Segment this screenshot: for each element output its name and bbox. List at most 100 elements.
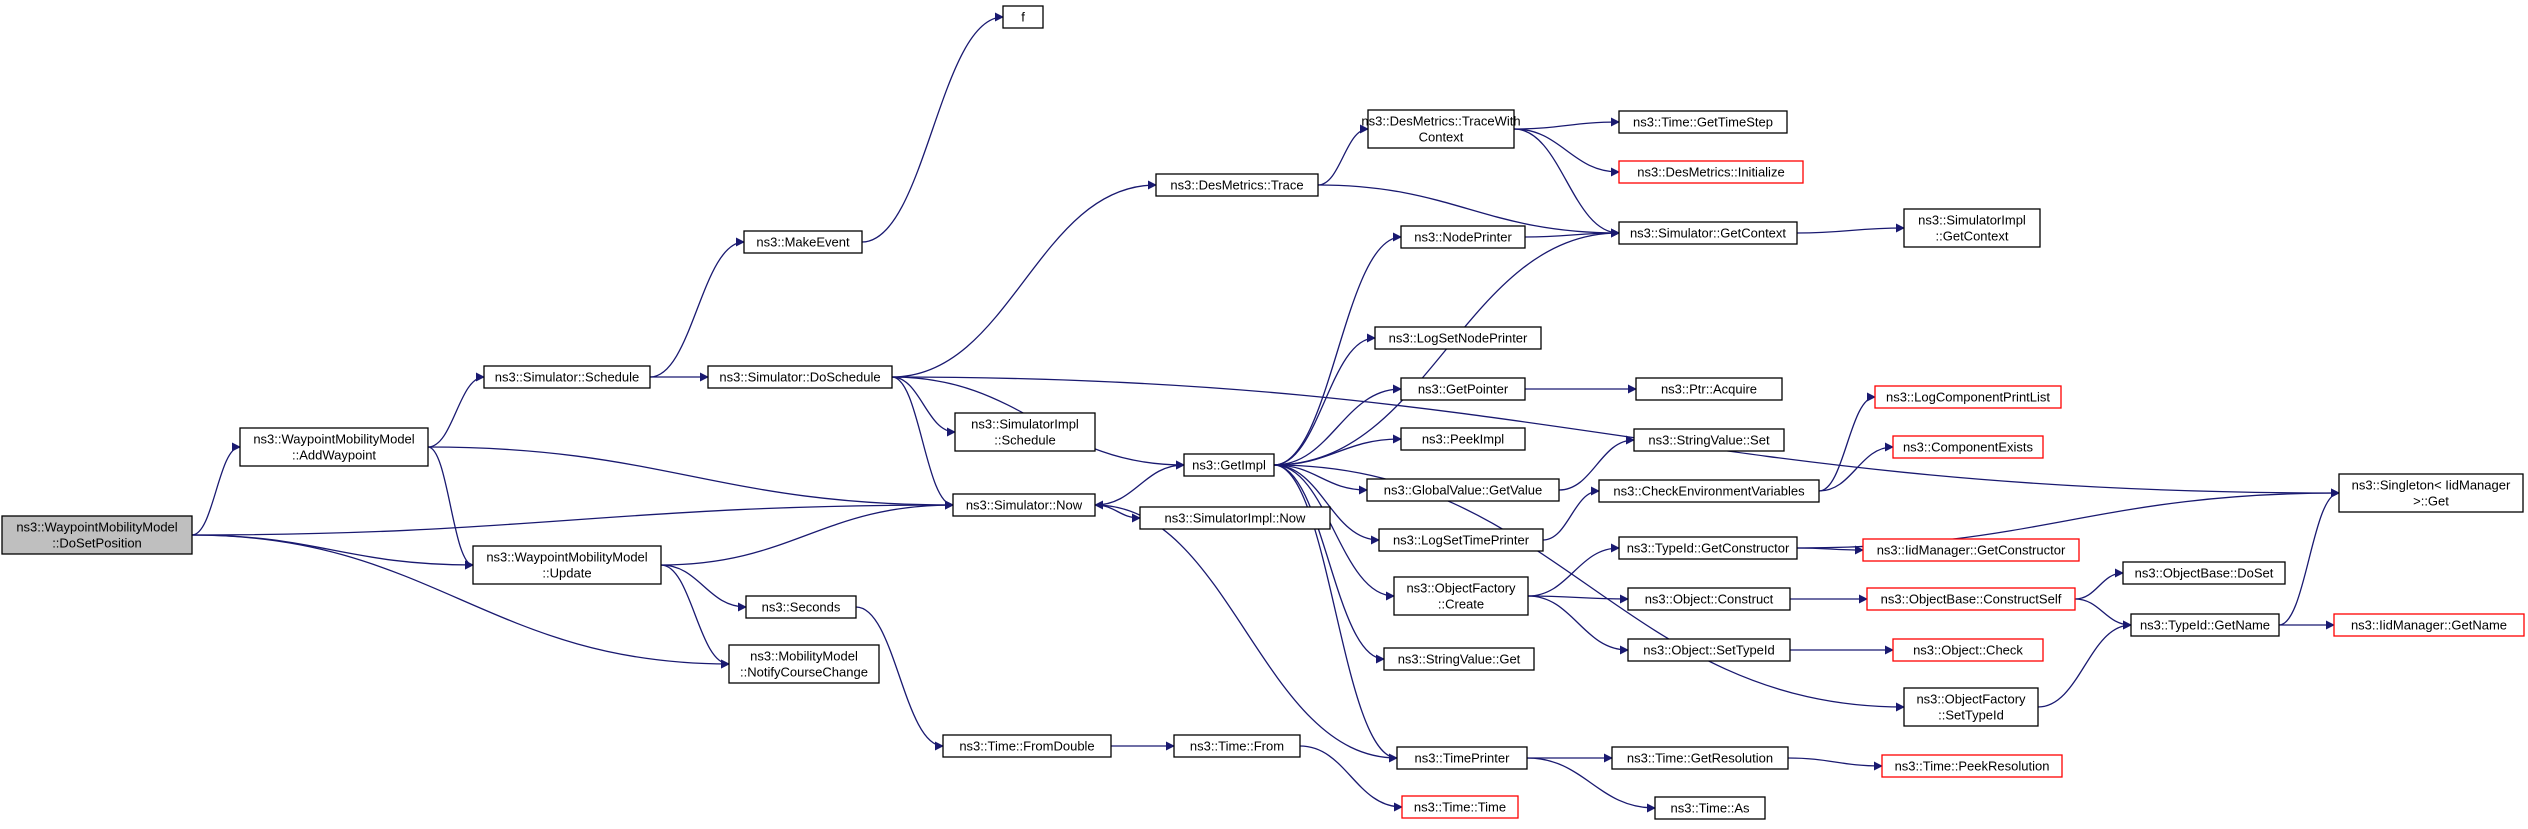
node-stringvalueget[interactable]: ns3::StringValue::Get: [1383, 647, 1535, 671]
node-box[interactable]: [1618, 536, 1798, 560]
node-box[interactable]: [942, 734, 1112, 758]
node-getresolution[interactable]: ns3::Time::GetResolution: [1611, 746, 1789, 770]
node-objconstruct[interactable]: ns3::Object::Construct: [1627, 587, 1791, 611]
node-now[interactable]: ns3::Simulator::Now: [952, 493, 1096, 517]
node-box[interactable]: [1, 515, 193, 555]
node-box[interactable]: [1618, 110, 1788, 134]
node-box[interactable]: [1366, 478, 1560, 502]
node-box[interactable]: [1367, 109, 1515, 149]
node-desinit[interactable]: ns3::DesMetrics::Initialize: [1618, 160, 1804, 184]
node-box[interactable]: [954, 412, 1096, 452]
node-objsettypeid[interactable]: ns3::Object::SetTypeId: [1627, 638, 1791, 662]
node-constructself[interactable]: ns3::ObjectBase::ConstructSelf: [1866, 587, 2076, 611]
node-box[interactable]: [1401, 795, 1519, 819]
node-checkenv[interactable]: ns3::CheckEnvironmentVariables: [1598, 479, 1820, 503]
node-box[interactable]: [1002, 5, 1044, 29]
node-box[interactable]: [1633, 428, 1785, 452]
node-typeidgetctor[interactable]: ns3::TypeId::GetConstructor: [1618, 536, 1798, 560]
node-box[interactable]: [483, 365, 651, 389]
node-simimplschedule[interactable]: ns3::SimulatorImpl::Schedule: [954, 412, 1096, 452]
node-nodeprinter[interactable]: ns3::NodePrinter: [1400, 225, 1526, 249]
node-time[interactable]: ns3::Time::Time: [1401, 795, 1519, 819]
node-box[interactable]: [1400, 225, 1526, 249]
node-box[interactable]: [1627, 587, 1791, 611]
node-objcheck[interactable]: ns3::Object::Check: [1892, 638, 2044, 662]
node-box[interactable]: [1183, 453, 1275, 477]
node-schedule[interactable]: ns3::Simulator::Schedule: [483, 365, 651, 389]
node-gettimestep[interactable]: ns3::Time::GetTimeStep: [1618, 110, 1788, 134]
node-box[interactable]: [1874, 385, 2062, 409]
node-box[interactable]: [1618, 221, 1798, 245]
node-box[interactable]: [1173, 734, 1301, 758]
node-box[interactable]: [239, 427, 429, 467]
node-notify[interactable]: ns3::MobilityModel::NotifyCourseChange: [728, 644, 880, 684]
node-f[interactable]: f: [1002, 5, 1044, 29]
node-peekimpl[interactable]: ns3::PeekImpl: [1400, 427, 1526, 451]
node-box[interactable]: [1400, 427, 1526, 451]
node-box[interactable]: [1383, 647, 1535, 671]
node-box[interactable]: [1598, 479, 1820, 503]
node-update[interactable]: ns3::WaypointMobilityModel::Update: [472, 545, 662, 585]
node-getcontext[interactable]: ns3::Simulator::GetContext: [1618, 221, 1798, 245]
node-box[interactable]: [1139, 506, 1331, 530]
node-box[interactable]: [1903, 208, 2041, 248]
node-typeidgetname[interactable]: ns3::TypeId::GetName: [2130, 613, 2280, 637]
node-makeevent[interactable]: ns3::MakeEvent: [743, 230, 863, 254]
node-box[interactable]: [1654, 796, 1766, 820]
node-destrace[interactable]: ns3::DesMetrics::Trace: [1155, 173, 1319, 197]
node-box[interactable]: [2338, 473, 2524, 513]
node-simimplgetcontext[interactable]: ns3::SimulatorImpl::GetContext: [1903, 208, 2041, 248]
node-stringvalueset[interactable]: ns3::StringValue::Set: [1633, 428, 1785, 452]
node-from[interactable]: ns3::Time::From: [1173, 734, 1301, 758]
node-objbasedoset[interactable]: ns3::ObjectBase::DoSet: [2122, 561, 2286, 585]
node-peekresolution[interactable]: ns3::Time::PeekResolution: [1881, 754, 2063, 778]
node-fromdouble[interactable]: ns3::Time::FromDouble: [942, 734, 1112, 758]
node-box[interactable]: [1635, 377, 1783, 401]
node-box[interactable]: [728, 644, 880, 684]
node-box[interactable]: [1892, 638, 2044, 662]
node-root[interactable]: ns3::WaypointMobilityModel::DoSetPositio…: [1, 515, 193, 555]
node-getpointer[interactable]: ns3::GetPointer: [1400, 377, 1526, 401]
node-box[interactable]: [952, 493, 1096, 517]
node-box[interactable]: [1862, 538, 2080, 562]
node-logsetnodeprinter[interactable]: ns3::LogSetNodePrinter: [1374, 326, 1542, 350]
node-simimplnow[interactable]: ns3::SimulatorImpl::Now: [1139, 506, 1331, 530]
node-ptracquire[interactable]: ns3::Ptr::Acquire: [1635, 377, 1783, 401]
node-box[interactable]: [1903, 687, 2039, 727]
node-objfactcreate[interactable]: ns3::ObjectFactory::Create: [1393, 576, 1529, 616]
node-globalvalue[interactable]: ns3::GlobalValue::GetValue: [1366, 478, 1560, 502]
node-box[interactable]: [1611, 746, 1789, 770]
node-logsettimeprinter[interactable]: ns3::LogSetTimePrinter: [1378, 528, 1544, 552]
node-box[interactable]: [1866, 587, 2076, 611]
node-box[interactable]: [1378, 528, 1544, 552]
node-box[interactable]: [1618, 160, 1804, 184]
node-box[interactable]: [1393, 576, 1529, 616]
node-box[interactable]: [1892, 435, 2044, 459]
node-box[interactable]: [1396, 746, 1528, 770]
node-iidgetctor[interactable]: ns3::IidManager::GetConstructor: [1862, 538, 2080, 562]
node-doschedule[interactable]: ns3::Simulator::DoSchedule: [707, 365, 893, 389]
node-getimpl[interactable]: ns3::GetImpl: [1183, 453, 1275, 477]
node-timeas[interactable]: ns3::Time::As: [1654, 796, 1766, 820]
node-box[interactable]: [743, 230, 863, 254]
node-box[interactable]: [2333, 613, 2525, 637]
node-objfactsettypeid[interactable]: ns3::ObjectFactory::SetTypeId: [1903, 687, 2039, 727]
node-box[interactable]: [707, 365, 893, 389]
node-box[interactable]: [472, 545, 662, 585]
node-box[interactable]: [2122, 561, 2286, 585]
node-seconds[interactable]: ns3::Seconds: [745, 595, 857, 619]
node-box[interactable]: [1627, 638, 1791, 662]
node-logcompprint[interactable]: ns3::LogComponentPrintList: [1874, 385, 2062, 409]
node-box[interactable]: [2130, 613, 2280, 637]
node-box[interactable]: [1374, 326, 1542, 350]
node-singleton[interactable]: ns3::Singleton< IidManager>::Get: [2338, 473, 2524, 513]
node-iidgetname[interactable]: ns3::IidManager::GetName: [2333, 613, 2525, 637]
node-box[interactable]: [1400, 377, 1526, 401]
node-box[interactable]: [1881, 754, 2063, 778]
node-compexists[interactable]: ns3::ComponentExists: [1892, 435, 2044, 459]
node-box[interactable]: [1155, 173, 1319, 197]
node-box[interactable]: [745, 595, 857, 619]
node-timeprinter[interactable]: ns3::TimePrinter: [1396, 746, 1528, 770]
node-addwaypoint[interactable]: ns3::WaypointMobilityModel::AddWaypoint: [239, 427, 429, 467]
